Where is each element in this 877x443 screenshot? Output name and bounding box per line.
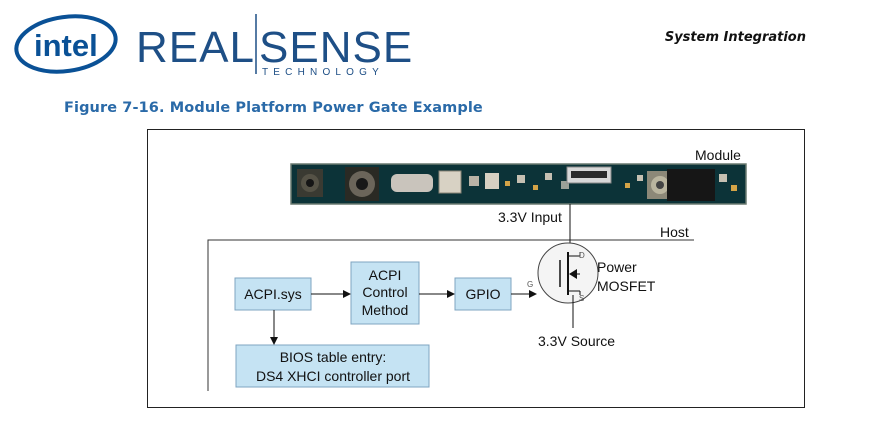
brand-sense-text: SENSE	[259, 23, 413, 72]
brand-real-text: REAL	[136, 23, 255, 72]
acpi-sys-box: ACPI.sys	[234, 277, 312, 311]
module-label: Module	[695, 147, 741, 163]
host-label: Host	[660, 224, 689, 240]
bios-line1: BIOS table entry:	[280, 349, 387, 365]
power-gate-diagram: Module Host 3.3V Input D G S Power MOSFE…	[207, 147, 747, 391]
control-line2: Control	[362, 284, 407, 300]
intel-logo-text: intel	[34, 28, 98, 63]
realsense-logo: intel REAL SENSE TECHNOLOGY	[14, 14, 413, 78]
host-region-outline	[207, 239, 694, 391]
control-line3: Method	[362, 302, 409, 318]
control-line1: ACPI	[369, 267, 402, 283]
pin-d-label: D	[579, 251, 585, 260]
mosfet-label-line2: MOSFET	[597, 278, 656, 294]
gpio-text: GPIO	[465, 286, 500, 302]
acpi-sys-text: ACPI.sys	[244, 286, 302, 302]
pin-g-label: G	[527, 280, 533, 289]
figure-frame	[147, 129, 805, 408]
intel-logo-swoosh	[14, 14, 118, 74]
mosfet-label-line1: Power	[597, 259, 637, 275]
bios-table-box: BIOS table entry: DS4 XHCI controller po…	[235, 344, 430, 388]
gpio-box: GPIO	[454, 277, 512, 311]
section-label: System Integration	[664, 30, 806, 45]
pin-s-label: S	[579, 294, 584, 303]
brand-tech-text: TECHNOLOGY	[262, 67, 384, 78]
acpi-control-method-box: ACPI Control Method	[350, 261, 420, 325]
bios-line2: DS4 XHCI controller port	[256, 368, 410, 384]
input-label: 3.3V Input	[498, 209, 562, 225]
source-label: 3.3V Source	[538, 333, 615, 349]
figure-caption: Figure 7-16. Module Platform Power Gate …	[64, 100, 483, 116]
camera-module-board	[290, 163, 747, 205]
power-mosfet	[537, 242, 599, 304]
